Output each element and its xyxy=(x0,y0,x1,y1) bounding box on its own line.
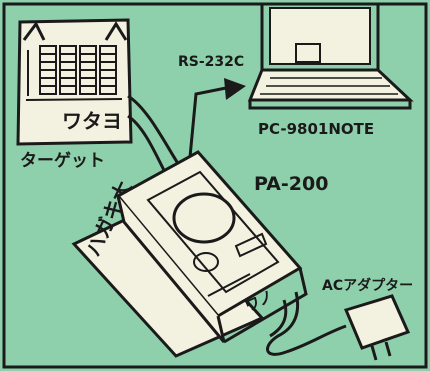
power-cord xyxy=(266,291,347,356)
rs232c-arrow-icon xyxy=(224,78,246,100)
power-cord-inner xyxy=(269,299,288,338)
target-label: ターゲット xyxy=(20,150,105,171)
pc-laptop xyxy=(247,4,414,110)
pc-label: PC-9801NOTE xyxy=(258,120,374,138)
pa200-label: PA-200 xyxy=(254,173,328,195)
pa200-slot xyxy=(234,232,268,258)
target-board: ワタヨ xyxy=(16,18,133,146)
ac-adapter-label: ACアダプター xyxy=(322,277,413,294)
pa200-button xyxy=(193,252,219,272)
ac-adapter xyxy=(343,294,411,361)
pa200-device: ワノ xyxy=(115,150,308,344)
rs232c-label: RS-232C xyxy=(178,54,244,70)
pa200-dial xyxy=(172,192,236,244)
rs232c-cable xyxy=(186,86,227,179)
target-board-text: ワタヨ xyxy=(62,109,122,133)
